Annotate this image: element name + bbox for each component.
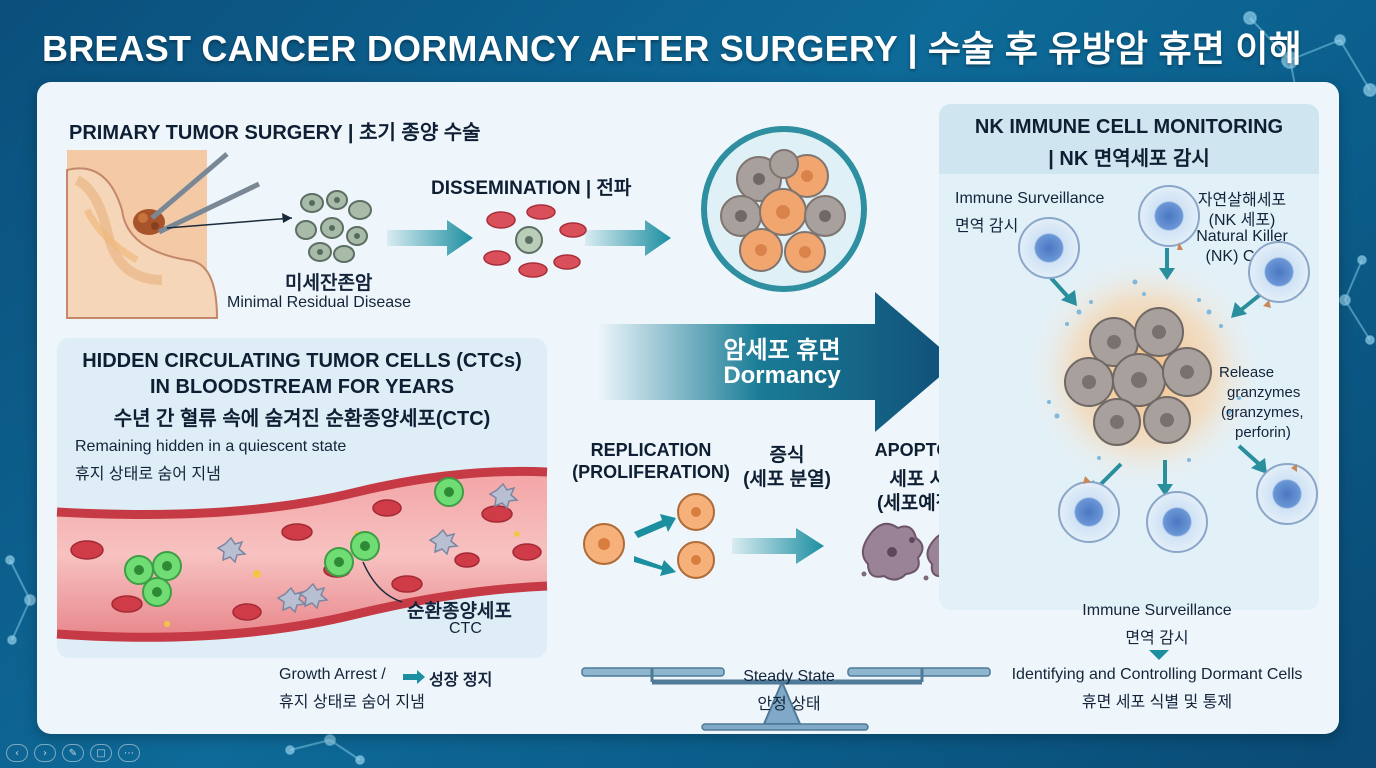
nk-heading-line1: NK IMMUNE CELL MONITORING: [974, 116, 1284, 138]
growth-arrest-sub: 휴지 상태로 숨어 지냄: [279, 694, 425, 711]
nk-label-ko: 자연살해세포: [1197, 192, 1287, 209]
slide-controls: ‹ › ✎ □ ⋯: [6, 744, 140, 762]
nk-cell-attack-illustration: [1018, 185, 1318, 553]
ctc-desc-ko: 휴지 상태로 숨어 지냄: [75, 466, 221, 483]
nk-surv-ko: 면역 감시: [955, 218, 1019, 235]
dormancy-arrow: [597, 292, 957, 432]
nk-label-en1: Natural Killer: [1196, 228, 1288, 245]
blood-vessel-illustration: [56, 466, 548, 642]
surgery-heading: PRIMARY TUMOR SURGERY | 초기 종양 수술: [69, 122, 481, 144]
balance-beam-top: [650, 668, 654, 680]
nk-identify-ko: 휴면 세포 식별 및 통제: [1081, 694, 1233, 711]
arrow-to-tumor-cluster: [585, 220, 671, 256]
growth-arrest-en: Growth Arrest /: [279, 666, 386, 683]
slides-icon[interactable]: □: [90, 744, 112, 762]
nk-label-ko2: (NK 세포): [1208, 212, 1276, 229]
mrd-label-en: Minimal Residual Disease: [227, 294, 412, 311]
mrd-label-ko: 미세잔존암: [285, 273, 373, 294]
nk-bottom-surv-en: Immune Surveillance: [1082, 602, 1232, 619]
release-line2: granzymes: [1227, 384, 1301, 401]
blood-cells-dissemination: [483, 204, 587, 278]
release-line1: Release: [1219, 364, 1275, 381]
balance-beam: [650, 668, 924, 731]
dormancy-label-ko: 암세포 휴면: [723, 337, 841, 364]
dormant-tumor-cluster: [701, 126, 867, 292]
ctc-desc-en: Remaining hidden in a quiescent state: [75, 438, 347, 455]
replication-en-1: REPLICATION: [590, 440, 712, 460]
arrow-to-dissemination: [387, 220, 473, 256]
more-icon[interactable]: ⋯: [118, 744, 140, 762]
ctc-heading-line2: IN BLOODSTREAM FOR YEARS: [149, 376, 455, 398]
next-slide-icon[interactable]: ›: [34, 744, 56, 762]
prev-slide-icon[interactable]: ‹: [6, 744, 28, 762]
ctc-heading-line3: 수년 간 혈류 속에 숨겨진 순환종양세포(CTC): [113, 408, 491, 430]
growth-arrest-ko: 성장 정지: [429, 672, 493, 689]
nk-panel-header: [939, 104, 1319, 174]
ctc-label-en: CTC: [449, 620, 482, 637]
release-line4: perforin): [1235, 424, 1291, 441]
dissemination-label: DISSEMINATION | 전파: [431, 178, 632, 199]
replication-ko-1: 증식: [769, 445, 805, 466]
nk-bottom-surv-ko: 면역 감시: [1125, 630, 1189, 647]
residual-cells-cluster: [295, 190, 372, 263]
release-line3: (granzymes,: [1221, 404, 1304, 421]
replication-ko-2: (세포 분열): [743, 469, 831, 490]
replication-en-2: (PROLIFERATION): [572, 462, 730, 482]
dormancy-label-en: Dormancy: [723, 362, 841, 389]
breast-surgery-illustration: [66, 150, 293, 319]
caret-down-icon: [1149, 650, 1169, 660]
page-title: BREAST CANCER DORMANCY AFTER SURGERY | 수…: [42, 28, 1302, 69]
pen-icon[interactable]: ✎: [62, 744, 84, 762]
ctc-heading-line1: HIDDEN CIRCULATING TUMOR CELLS (CTCs): [82, 350, 522, 372]
nk-heading-line2: | NK 면역세포 감시: [1048, 148, 1210, 170]
steady-state-ko: 안정 상태: [757, 696, 821, 713]
nk-identify-en: Identifying and Controlling Dormant Cell…: [1011, 666, 1303, 683]
infographic-canvas: PRIMARY TUMOR SURGERY | 초기 종양 수술 미세잔존암 M…: [37, 82, 1339, 734]
nk-surv-en: Immune Surveillance: [955, 190, 1105, 207]
growth-arrest-arrow-icon: [403, 670, 425, 684]
ctc-label-ko: 순환종양세포: [407, 601, 512, 622]
steady-state-en: Steady State: [743, 668, 835, 685]
